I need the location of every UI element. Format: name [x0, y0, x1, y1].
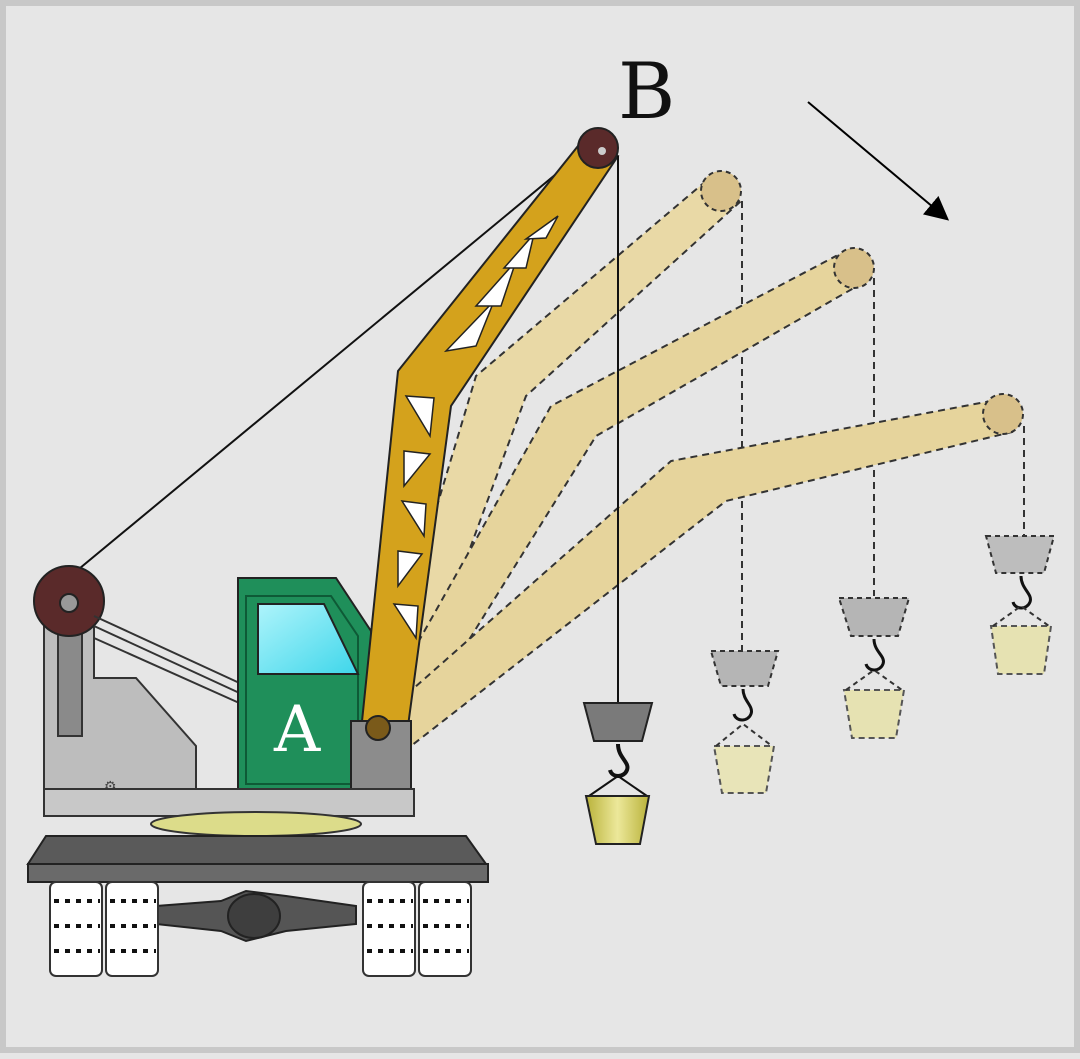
wheel	[418, 881, 472, 977]
label-a: A	[273, 693, 321, 767]
wheels	[49, 881, 472, 977]
pivot-a	[365, 715, 391, 741]
hook-icon	[864, 638, 885, 672]
ghost-load-2	[837, 597, 911, 739]
wheel	[362, 881, 416, 977]
slewing-ring	[150, 811, 362, 837]
rigging-line	[93, 637, 247, 707]
ghost-load-1	[709, 650, 780, 794]
rigging-line	[93, 615, 247, 687]
support-cable	[67, 140, 597, 579]
pulley-icon	[33, 565, 105, 637]
ghost-boom-3	[369, 393, 1025, 748]
bucket-icon	[842, 689, 906, 739]
bucket-icon	[584, 795, 651, 845]
arrow-down-right-icon	[807, 101, 950, 221]
wheel	[49, 881, 103, 977]
diagram-canvas: ⚙	[26, 47, 1056, 977]
hook-icon	[608, 743, 630, 778]
ghost-load-3	[984, 535, 1056, 675]
wheel	[105, 881, 159, 977]
bucket-icon	[712, 745, 776, 794]
rigging-line	[93, 625, 247, 697]
hook-icon	[732, 688, 753, 722]
current-load	[582, 702, 654, 845]
chassis	[26, 835, 489, 943]
bucket-icon	[989, 625, 1053, 675]
boom-tip-pulley	[577, 127, 619, 169]
label-b: B	[618, 47, 675, 137]
hook-icon	[1011, 575, 1032, 610]
cab-window	[257, 603, 360, 675]
